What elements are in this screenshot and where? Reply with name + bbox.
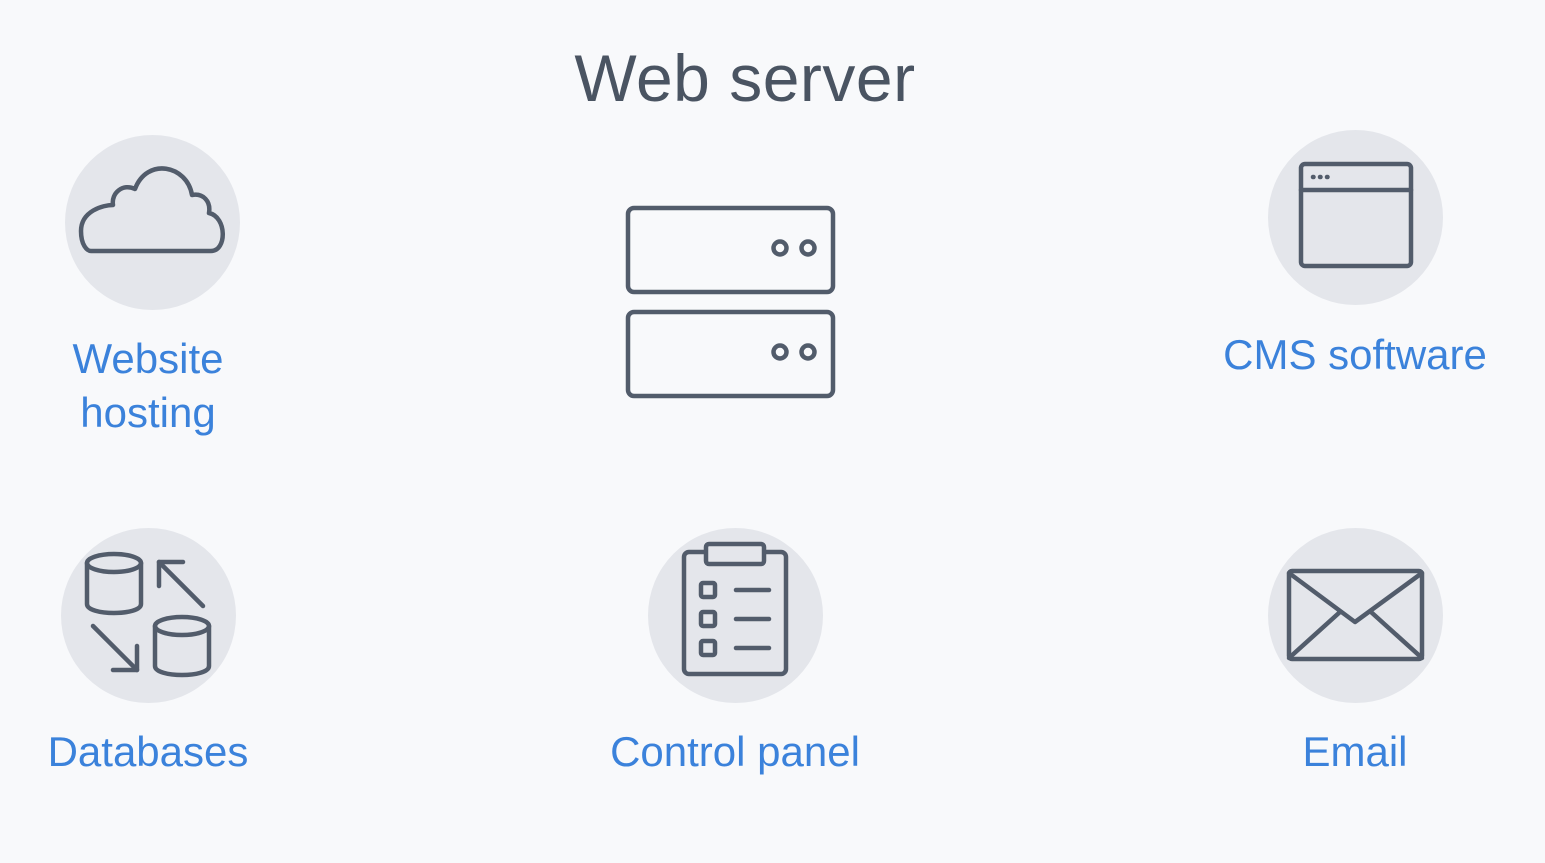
database-sync-icon — [84, 551, 212, 678]
website-hosting-label-line2: hosting — [80, 389, 216, 436]
email-circle — [1268, 528, 1443, 703]
page-title: Web server — [574, 41, 916, 115]
browser-window-icon — [1298, 161, 1414, 269]
databases-label: Databases — [47, 728, 249, 775]
cms-software-circle — [1268, 130, 1443, 305]
website-hosting-label: Website hosting — [0, 332, 358, 440]
control-panel-label: Control panel — [610, 728, 860, 775]
website-hosting-label-line1: Website — [72, 335, 224, 382]
email-label: Email — [1302, 728, 1408, 775]
server-icon — [625, 205, 836, 399]
cms-software-label: CMS software — [1223, 331, 1487, 378]
databases-circle — [61, 528, 236, 703]
envelope-icon — [1286, 568, 1425, 662]
website-hosting-circle — [65, 135, 240, 310]
clipboard-checklist-icon — [681, 541, 789, 677]
cloud-icon — [78, 166, 225, 254]
control-panel-circle — [648, 528, 823, 703]
